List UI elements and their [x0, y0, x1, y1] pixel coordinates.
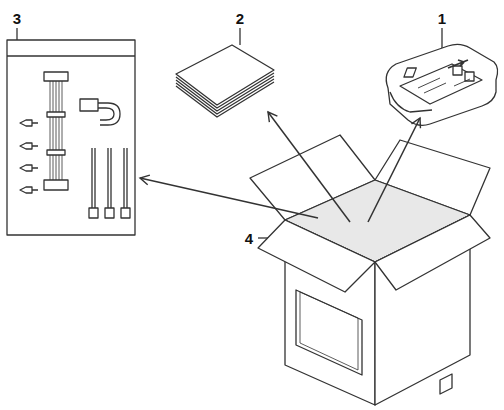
manual-stack	[176, 45, 274, 117]
leader-line	[239, 28, 240, 45]
circuit-board-bag	[386, 44, 497, 125]
callout-number: 1	[436, 10, 448, 27]
leader-line	[441, 28, 442, 50]
shipping-box	[250, 135, 490, 405]
accessory-bag	[7, 40, 135, 235]
leader-line	[16, 28, 17, 40]
callout-number: 3	[11, 10, 23, 27]
callout-number: 4	[243, 230, 255, 247]
unpack-arrow	[140, 112, 420, 222]
callout-number: 2	[234, 10, 246, 27]
